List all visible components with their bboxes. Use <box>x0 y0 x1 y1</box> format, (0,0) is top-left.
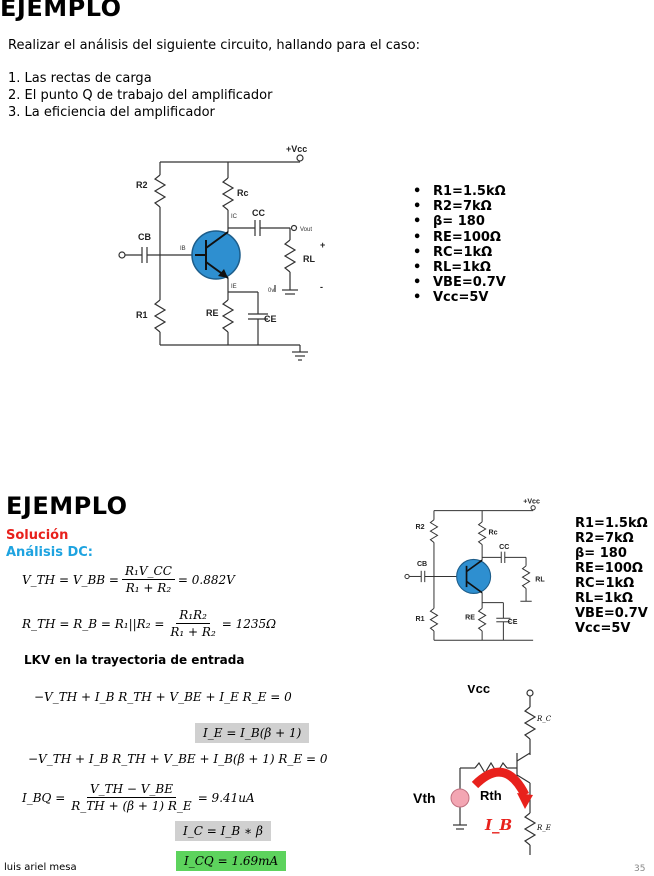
param-item: RE=100Ω <box>413 230 506 245</box>
page-number: 35 <box>634 864 646 874</box>
lkv-heading: LKV en la trayectoria de entrada <box>24 653 245 667</box>
param-item: RC=1kΩ <box>575 576 635 591</box>
thevenin-equivalent-circuit: Vcc Vth Rth I_B R_C R_E <box>413 685 552 855</box>
label-re: RE <box>206 308 219 318</box>
slide2-title: EJEMPLO <box>6 492 128 520</box>
label-vth: Vth <box>413 790 436 806</box>
label-vcc-small: +Vcc <box>523 498 540 506</box>
eq-loop1: −V_TH + I_B R_TH + V_BE + I_E R_E = 0 <box>34 690 292 704</box>
solution-label: Solución <box>6 528 69 543</box>
label-0v: 0v <box>268 288 274 294</box>
label-re-thevenin: R_E <box>536 824 551 832</box>
label-cc: CC <box>252 208 265 218</box>
param-item: VBE=0.7V <box>575 606 648 621</box>
label-r2-small: R2 <box>416 523 425 531</box>
param-item: R1=1.5kΩ <box>413 184 506 199</box>
param-item: RE=100Ω <box>575 561 643 576</box>
label-minus: - <box>320 282 323 292</box>
author: luis ariel mesa <box>4 862 77 873</box>
label-rl: RL <box>303 254 315 264</box>
task-item: 2. El punto Q de trabajo del amplificado… <box>8 88 273 103</box>
label-ie: IE <box>231 284 237 290</box>
transistor-symbol-small <box>456 558 492 594</box>
label-ce-small: CE <box>508 618 518 626</box>
label-r1-small: R1 <box>416 615 425 623</box>
task-item: 3. La eficiencia del amplificador <box>8 105 215 120</box>
voltage-source-icon <box>450 788 470 808</box>
param-item: RC=1kΩ <box>413 245 506 260</box>
label-vout: Vout <box>300 227 312 233</box>
slide1-params: R1=1.5kΩ R2=7kΩ β= 180 RE=100Ω RC=1kΩ RL… <box>413 184 506 306</box>
label-r1: R1 <box>136 310 148 320</box>
slide1-title: EJEMPLO <box>0 0 122 22</box>
label-cb-small: CB <box>417 560 427 568</box>
current-arrow-icon <box>471 767 530 798</box>
transistor-symbol <box>191 230 241 280</box>
label-rc-thevenin: R_C <box>536 715 552 723</box>
param-item: R1=1.5kΩ <box>575 516 648 531</box>
param-item: R2=7kΩ <box>413 199 506 214</box>
param-item: β= 180 <box>575 546 627 561</box>
param-item: RL=1kΩ <box>575 591 633 606</box>
label-re-small: RE <box>465 614 475 622</box>
label-ce: CE <box>264 314 277 324</box>
param-item: Vcc=5V <box>575 621 631 636</box>
label-vcc-thevenin: Vcc <box>467 685 490 696</box>
label-rth: Rth <box>480 788 502 803</box>
label-ib: IB <box>180 246 186 252</box>
param-item: RL=1kΩ <box>413 260 506 275</box>
slide1-intro: Realizar el análisis del siguiente circu… <box>8 38 421 53</box>
eq-ic-box: I_C = I_B ∗ β <box>175 821 271 841</box>
eq-ie-box: I_E = I_B(β + 1) <box>195 723 310 743</box>
label-ib-thevenin: I_B <box>484 816 512 834</box>
param-item: R2=7kΩ <box>575 531 634 546</box>
label-rl-small: RL <box>535 575 545 583</box>
param-item: Vcc=5V <box>413 290 506 305</box>
param-item: VBE=0.7V <box>413 275 506 290</box>
label-ic: IC <box>231 214 238 220</box>
amplifier-circuit-diagram: +Vcc R2 R1 Rc RE CB CC CE RL + - IC IB I… <box>118 144 325 361</box>
task-item: 1. Las rectas de carga <box>8 71 152 86</box>
amplifier-circuit-diagram-small: +Vcc R2 R1 Rc RE CB CC CE RL <box>404 498 545 641</box>
eq-icq-box: I_CQ = 1.69mA <box>176 851 287 871</box>
label-plus: + <box>320 240 325 250</box>
label-r2: R2 <box>136 180 148 190</box>
dc-analysis-label: Análisis DC: <box>6 545 93 560</box>
eq-loop2: −V_TH + I_B R_TH + V_BE + I_B(β + 1) R_E… <box>28 752 328 766</box>
param-item: β= 180 <box>413 214 506 229</box>
slide2-params: R1=1.5kΩ R2=7kΩ β= 180 RE=100Ω RC=1kΩ RL… <box>575 516 648 636</box>
label-rc-small: Rc <box>489 529 498 537</box>
label-vcc: +Vcc <box>286 144 307 154</box>
label-rc: Rc <box>237 188 249 198</box>
label-cb: CB <box>138 232 151 242</box>
slide1-task-list: 1. Las rectas de carga 2. El punto Q de … <box>8 70 272 121</box>
label-cc-small: CC <box>499 543 509 551</box>
